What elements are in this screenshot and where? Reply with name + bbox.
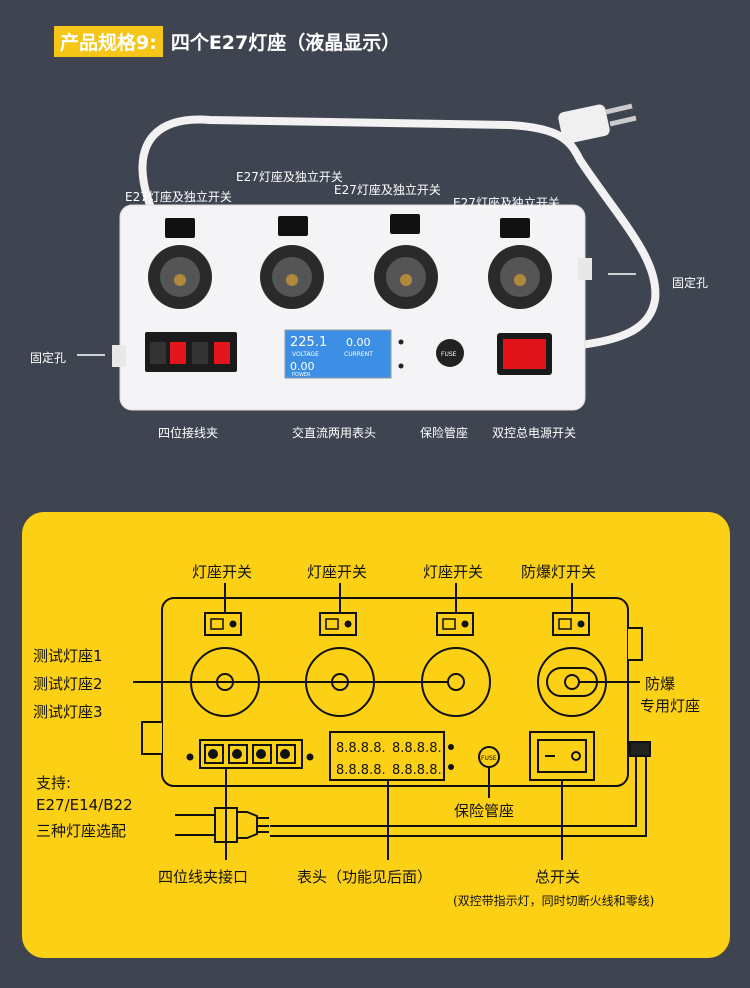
label-support-2: E27/E14/B22 xyxy=(36,796,133,814)
svg-text:CURRENT: CURRENT xyxy=(344,351,373,358)
svg-text:0.00: 0.00 xyxy=(290,360,315,373)
label-socket-switch-4: E27灯座及独立开关 xyxy=(453,196,560,210)
e27-sockets xyxy=(148,245,552,309)
label-test-socket-2: 测试灯座2 xyxy=(33,675,103,693)
label-meter: 交直流两用表头 xyxy=(292,426,377,440)
lcd-meter xyxy=(284,329,392,379)
label-fuse: 保险管座 xyxy=(420,426,469,440)
label-main-switch: 总开关 xyxy=(535,868,581,886)
svg-text:8.8.8.8.: 8.8.8.8. xyxy=(336,741,386,756)
label-test-socket-1: 测试灯座1 xyxy=(33,647,103,665)
label-fuse-seat: 保险管座 xyxy=(454,802,515,820)
label-mount-hole-right: 固定孔 xyxy=(672,276,709,290)
svg-text:FUSE: FUSE xyxy=(481,755,497,762)
header: 产品规格9: 四个E27灯座（液晶显示） xyxy=(54,25,401,57)
plug xyxy=(558,104,610,144)
label-support-3: 三种灯座选配 xyxy=(36,822,127,840)
label-mount-hole-left: 固定孔 xyxy=(30,351,67,365)
product-title: 四个E27灯座（液晶显示） xyxy=(170,31,401,54)
spec-label: 产品规格9: xyxy=(54,25,163,57)
svg-text:FUSE: FUSE xyxy=(441,351,457,358)
svg-text:8.8.8.8.: 8.8.8.8. xyxy=(336,763,386,778)
svg-text:VOLTAGE: VOLTAGE xyxy=(292,351,319,358)
svg-text:8.8.8.8.: 8.8.8.8. xyxy=(392,741,442,756)
label-explosion-socket-2: 专用灯座 xyxy=(640,697,701,715)
label-meter-func: 表头（功能见后面） xyxy=(297,868,433,886)
label-socket-switch-3: E27灯座及独立开关 xyxy=(334,183,441,197)
label-test-socket-3: 测试灯座3 xyxy=(33,703,103,721)
label-support-1: 支持: xyxy=(36,774,72,792)
fuse-holder xyxy=(436,339,464,367)
label-switch-1: 灯座开关 xyxy=(192,563,253,581)
label-terminal-port: 四位线夹接口 xyxy=(158,868,249,886)
svg-text:8.8.8.8.: 8.8.8.8. xyxy=(392,763,442,778)
socket-switches xyxy=(165,214,530,238)
svg-text:0.00: 0.00 xyxy=(346,336,371,349)
label-terminal: 四位接线夹 xyxy=(158,426,219,440)
label-socket-switch-2: E27灯座及独立开关 xyxy=(236,170,343,184)
label-main-switch: 双控总电源开关 xyxy=(492,426,577,440)
label-switch-2: 灯座开关 xyxy=(307,563,368,581)
label-main-switch-note: (双控带指示灯，同时切断火线和零线) xyxy=(453,894,655,908)
label-switch-3: 灯座开关 xyxy=(423,563,484,581)
product-photo: 225.1 VOLTAGE 0.00 CURRENT 0.00 POWER FU… xyxy=(77,103,660,411)
terminal-block xyxy=(145,332,237,372)
label-socket-switch-1: E27灯座及独立开关 xyxy=(125,190,232,204)
label-explosion-socket-1: 防爆 xyxy=(645,675,676,693)
label-explosion-switch: 防爆灯开关 xyxy=(521,563,597,581)
svg-text:225.1: 225.1 xyxy=(290,335,327,350)
svg-text:POWER: POWER xyxy=(292,372,311,378)
power-cord xyxy=(138,115,660,349)
